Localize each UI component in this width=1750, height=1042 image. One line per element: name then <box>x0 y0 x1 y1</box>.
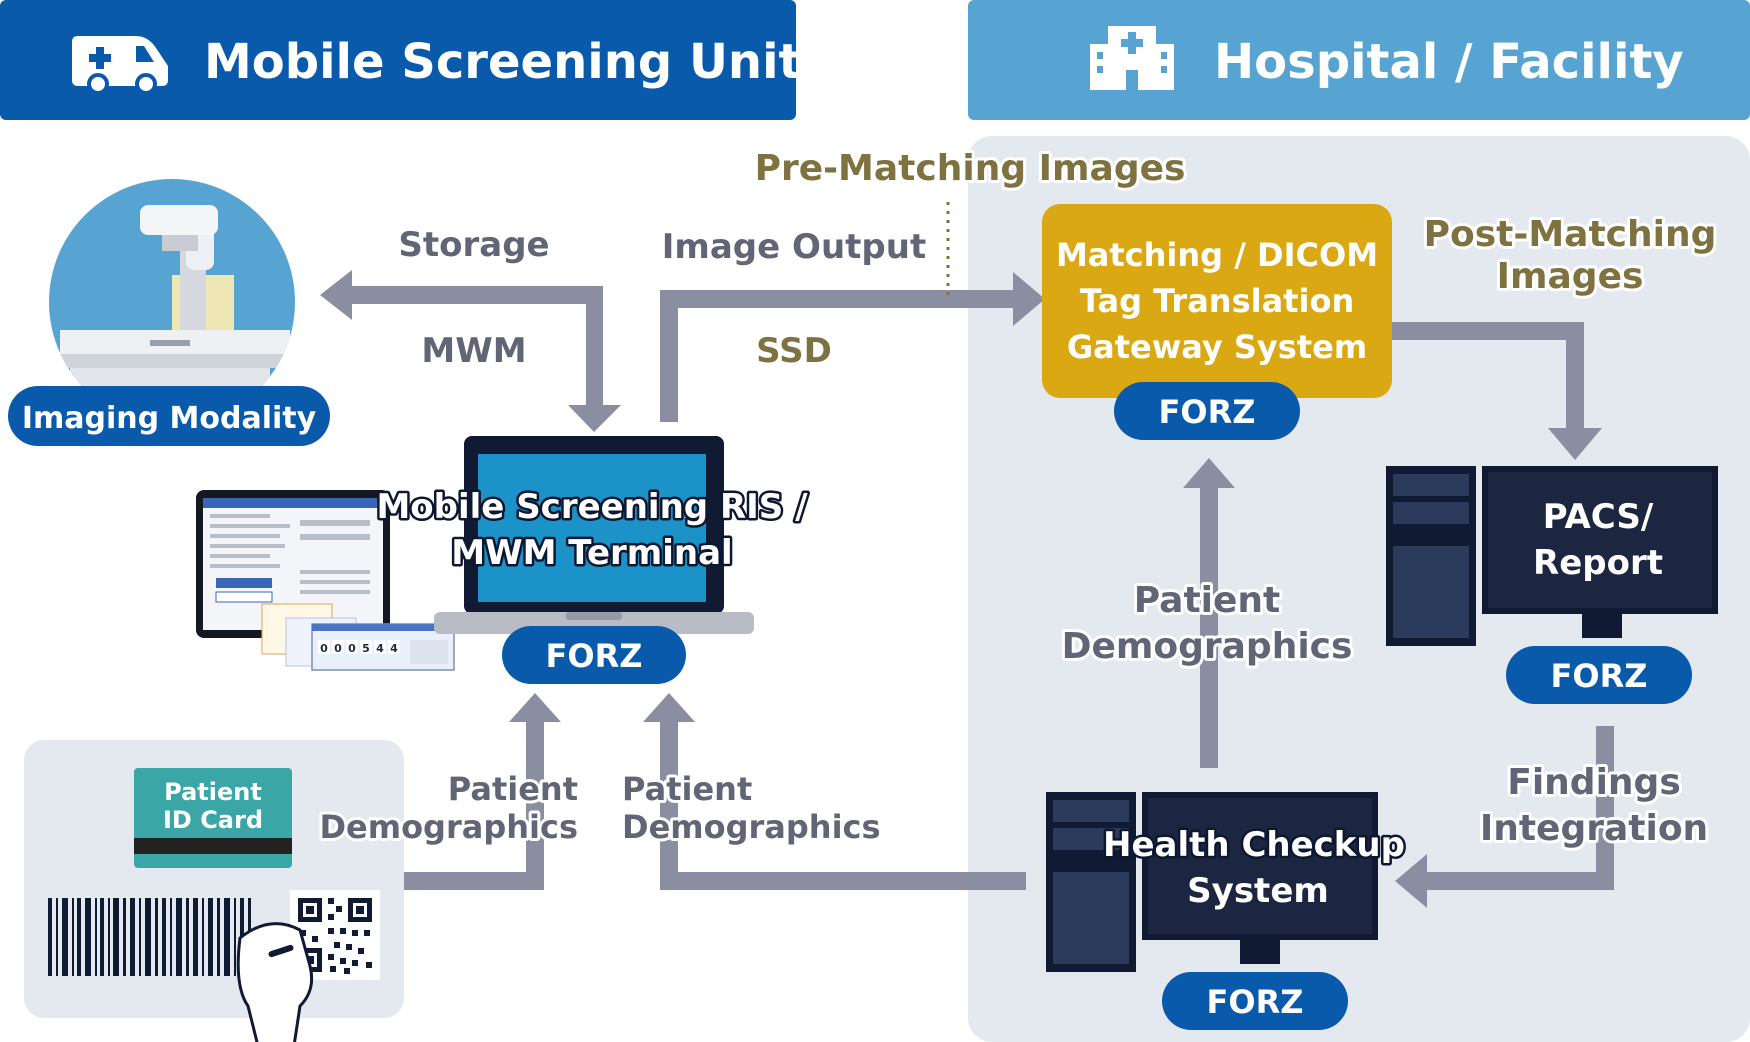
image-output-arrow <box>660 272 1045 422</box>
ambulance-icon <box>72 36 168 95</box>
image-output-label: Image Output <box>662 227 926 267</box>
post-matching-arrow <box>1392 322 1602 460</box>
card-reader-icon <box>236 922 314 1042</box>
health-forz-label: FORZ <box>1207 983 1304 1021</box>
counter-digit: 0 <box>320 642 328 655</box>
mobile-unit-title: Mobile Screening Unit <box>204 34 802 90</box>
id-card-label-line1: Patient <box>164 778 262 806</box>
counter-digit: 0 <box>334 642 342 655</box>
patient-demographics-bottom-arrow <box>643 693 1026 890</box>
ssd-label: SSD <box>756 331 832 371</box>
gateway-label-line3: Gateway System <box>1067 328 1367 366</box>
ris-forz-badge <box>502 626 686 684</box>
findings-arrow <box>1395 726 1614 908</box>
hospital-icon <box>1090 26 1174 90</box>
pacs-label-line2: Report <box>1533 543 1663 583</box>
patient-demographics-up-arrow <box>1183 458 1235 768</box>
pacs-forz-label: FORZ <box>1551 657 1648 695</box>
findings-label-line1: Findings <box>1507 762 1681 803</box>
barcode-icon <box>48 898 251 976</box>
patient-demographics-left-line1: Patient <box>448 770 578 808</box>
patient-demographics-card-arrow <box>404 693 561 890</box>
gateway-forz-label: FORZ <box>1159 393 1256 431</box>
findings-label-line2: Integration <box>1480 808 1708 849</box>
gateway-label-line2: Tag Translation <box>1080 282 1354 320</box>
gateway-label-line1: Matching / DICOM <box>1056 236 1378 274</box>
tablet-app-screenshot: 0 0 0 5 4 4 <box>196 490 455 671</box>
health-label-line1: Health Checkup <box>1103 825 1405 865</box>
health-label-line2: System <box>1187 871 1329 911</box>
post-matching-label-line2: Images <box>1497 256 1644 297</box>
patient-demographics-center-line1: Patient <box>622 770 752 808</box>
storage-arrow <box>320 270 603 406</box>
patient-demographics-left-line2: Demographics <box>319 808 578 846</box>
ris-label-line1: Mobile Screening RIS / <box>376 487 808 527</box>
pre-matching-label: Pre-Matching Images <box>755 148 1186 189</box>
health-forz-badge <box>1162 972 1348 1030</box>
counter-digit: 4 <box>390 642 398 655</box>
gateway-forz-badge <box>1114 382 1300 440</box>
mwm-label: MWM <box>421 331 526 371</box>
hospital-title: Hospital / Facility <box>1214 34 1684 90</box>
pacs-label-line1: PACS/ <box>1543 497 1654 537</box>
counter-digits: 0 0 0 5 4 4 <box>318 640 400 655</box>
id-card-label-line2: ID Card <box>163 806 263 834</box>
pacs-forz-badge <box>1506 646 1692 704</box>
post-matching-label-line1: Post-Matching <box>1424 214 1717 255</box>
patient-demographics-right-line1: Patient <box>1134 580 1281 621</box>
counter-digit: 4 <box>376 642 384 655</box>
hospital-header: Hospital / Facility <box>968 0 1750 120</box>
ris-terminal-node: Mobile Screening RIS / MWM Terminal FORZ <box>374 436 811 684</box>
mwm-arrow <box>568 405 621 432</box>
pacs-node: PACS/ Report FORZ <box>1386 466 1718 704</box>
gateway-node: Matching / DICOM Tag Translation Gateway… <box>1042 204 1392 440</box>
ris-label-line2: MWM Terminal <box>451 533 732 573</box>
patient-demographics-right-line2: Demographics <box>1062 626 1353 667</box>
arrows <box>320 270 1614 908</box>
imaging-modality-node: Imaging Modality <box>8 179 330 446</box>
ris-forz-label: FORZ <box>546 637 643 675</box>
counter-digit: 0 <box>348 642 356 655</box>
id-card-node: Patient ID Card <box>48 768 380 1042</box>
storage-label: Storage <box>398 225 549 265</box>
imaging-modality-label: Imaging Modality <box>22 401 317 436</box>
health-checkup-node: Health Checkup System FORZ <box>1046 792 1407 1030</box>
counter-digit: 5 <box>362 642 370 655</box>
mobile-unit-header: Mobile Screening Unit <box>0 0 802 120</box>
patient-demographics-center-line2: Demographics <box>622 808 881 846</box>
